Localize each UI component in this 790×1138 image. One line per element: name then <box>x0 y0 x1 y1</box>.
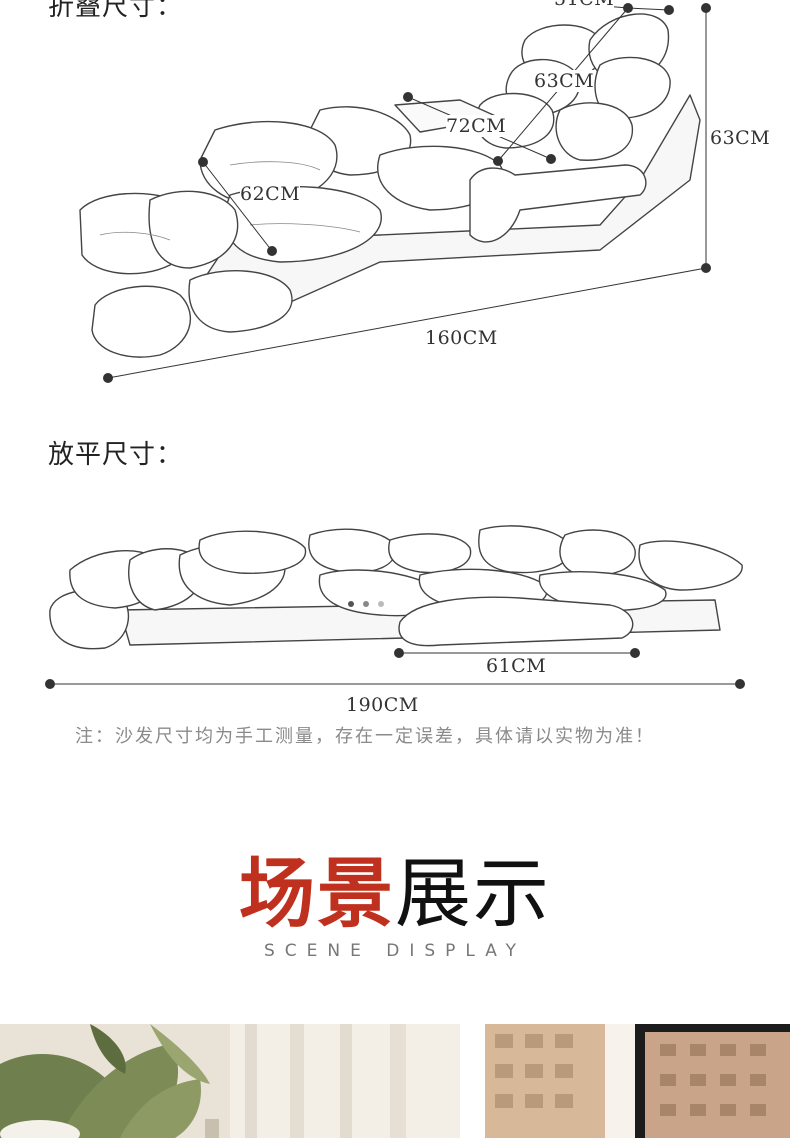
scene-photo-left-art <box>0 1024 460 1138</box>
dim-label-seat: 62CM <box>240 183 301 205</box>
dim-label-flat-length: 190CM <box>346 694 419 716</box>
dim-label-armrest: 72CM <box>446 115 507 137</box>
scene-photo-left <box>0 1024 460 1138</box>
flat-sofa-sketch <box>49 525 743 650</box>
dim-label-back: 63CM <box>534 70 595 92</box>
scene-title-rest: 展示 <box>395 849 551 938</box>
scene-photo-right <box>485 1024 790 1138</box>
scene-subtitle: SCENE DISPLAY <box>264 941 526 961</box>
dim-label-length: 160CM <box>425 327 498 349</box>
scene-title-accent: 场景 <box>239 849 395 938</box>
scene-title: 场景展示 <box>0 832 790 942</box>
dim-label-top: 51CM <box>554 0 615 10</box>
scene-photo-right-art <box>485 1024 790 1138</box>
folded-sofa-sketch <box>79 13 701 358</box>
flat-size-heading: 放平尺寸： <box>48 440 184 470</box>
measurement-note: 注：沙发尺寸均为手工测量，存在一定误差，具体请以实物为准！ <box>75 726 655 747</box>
dim-label-height: 63CM <box>710 127 771 149</box>
carousel-dots <box>348 601 384 607</box>
dim-label-width: 61CM <box>486 655 547 677</box>
flat-dimension-lines <box>45 648 745 689</box>
folded-size-heading: 折叠尺寸： <box>48 0 184 22</box>
